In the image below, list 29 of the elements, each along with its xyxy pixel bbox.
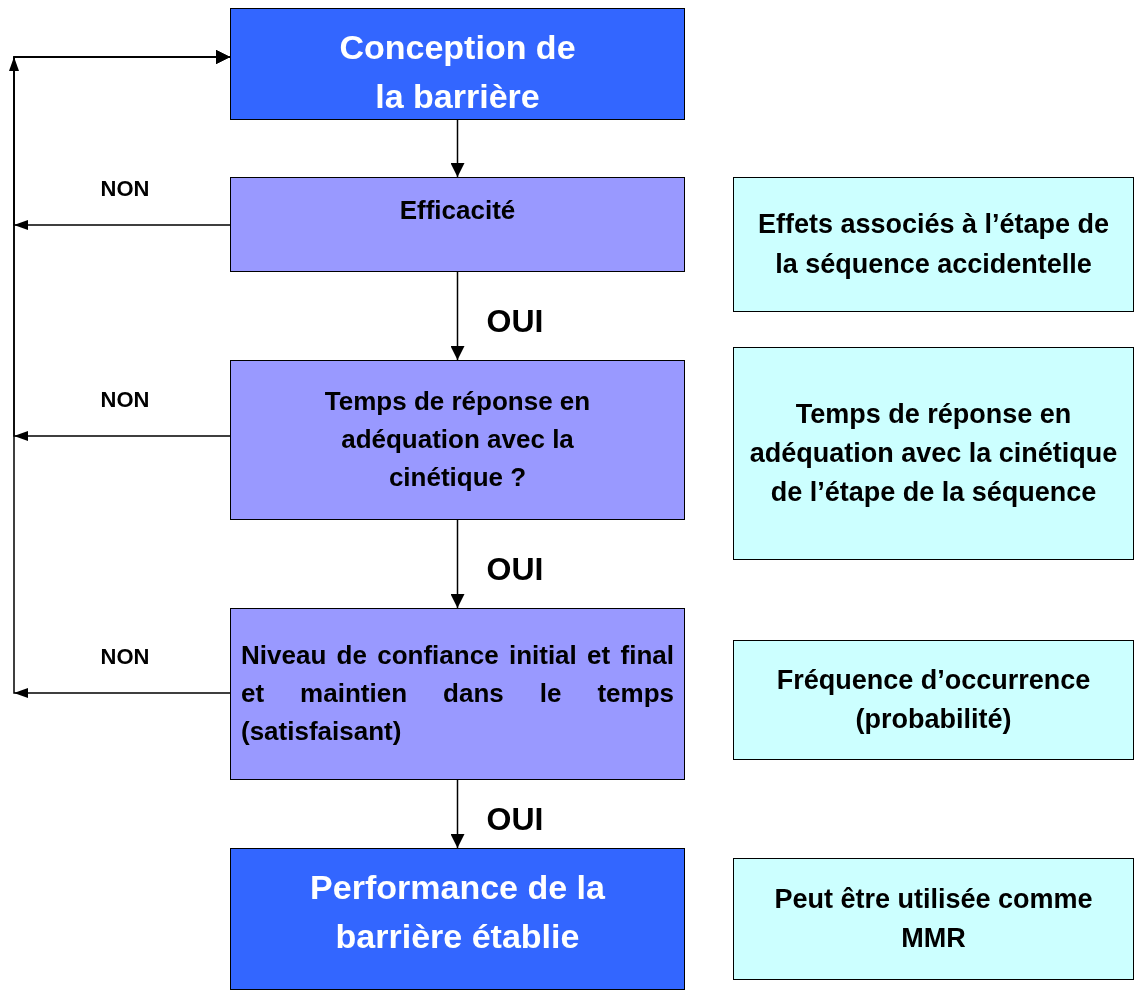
- start-end-box: [230, 8, 685, 120]
- box-text: Temps de réponse en adéquation avec la cinétique de l’étape de la séquence: [748, 397, 1119, 510]
- note-box: [733, 347, 1134, 560]
- edge-label: NON: [100, 644, 150, 670]
- arrow: [450, 519, 465, 609]
- process-box: [230, 360, 685, 520]
- box-text: Effets associés à l’étape de la séquence accidentelle: [756, 208, 1111, 281]
- arrow: [450, 779, 465, 849]
- edge-label: NON: [100, 176, 150, 202]
- box-text: Conception de la barrière: [338, 27, 577, 118]
- edge-label: OUI: [486, 302, 544, 340]
- note-box: [733, 640, 1134, 760]
- box-text: Performance de la barrière établie: [309, 867, 606, 958]
- box-text: Niveau de confiance initial et final et maintien dans le temps (satisfaisant): [241, 639, 674, 748]
- process-box: [230, 177, 685, 272]
- box-text: Fréquence d’occurrence (probabilité): [775, 663, 1092, 736]
- arrow: [13, 50, 231, 694]
- start-end-box: [230, 848, 685, 990]
- arrow: [450, 271, 465, 361]
- box-text: Efficacité: [399, 194, 516, 227]
- arrow: [450, 119, 465, 178]
- box-text: Peut être utilisée comme MMR: [773, 882, 1094, 955]
- process-box: [230, 608, 685, 780]
- note-box: [733, 177, 1134, 312]
- note-box: [733, 858, 1134, 980]
- edge-label: OUI: [486, 800, 544, 838]
- box-text: Temps de réponse en adéquation avec la cinétique ?: [323, 385, 592, 494]
- edge-label: OUI: [486, 550, 544, 588]
- edge-label: NON: [100, 387, 150, 413]
